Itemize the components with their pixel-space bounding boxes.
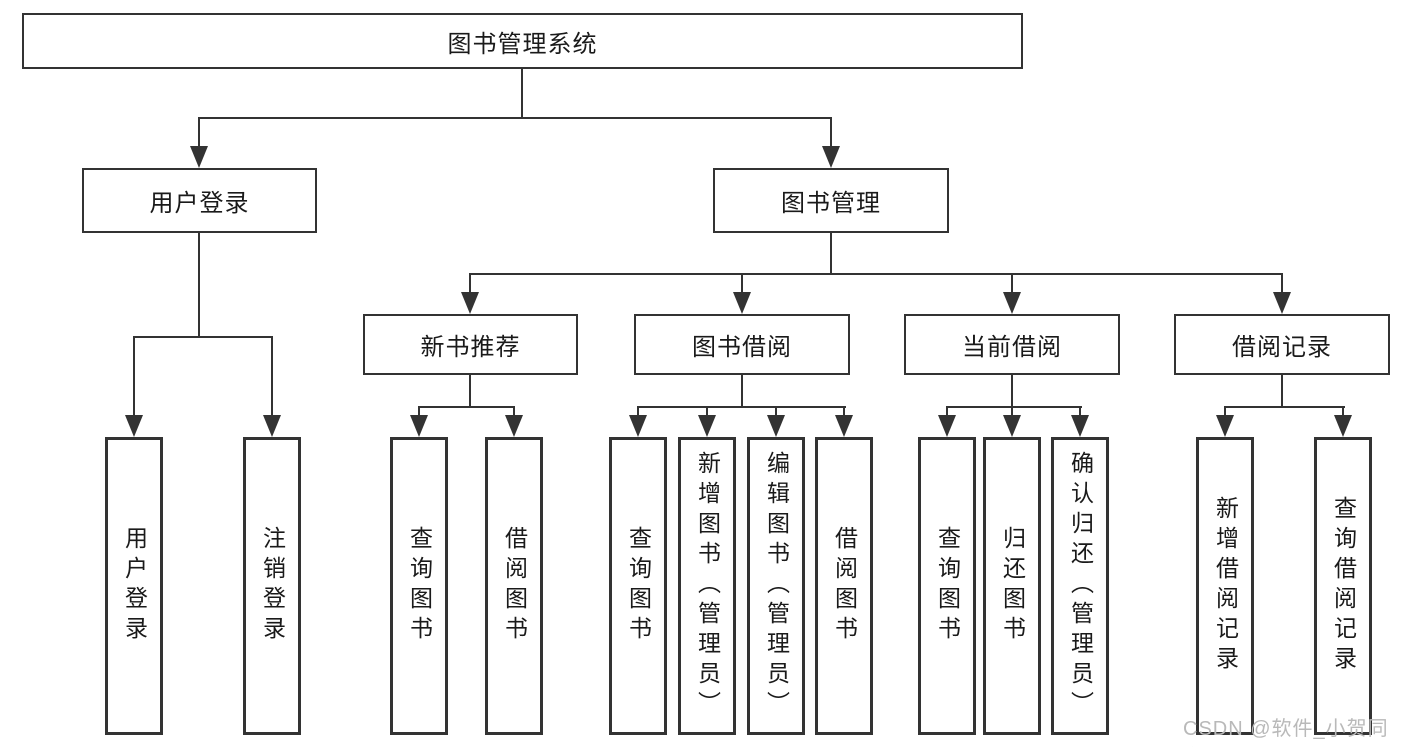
connector-line [418, 406, 515, 408]
connector-arrowhead [1273, 292, 1291, 314]
connector-line [1281, 273, 1283, 294]
connector-line [198, 233, 200, 336]
connector-line [133, 336, 273, 338]
leaf-borrow-books-recommend: 借阅图书 [485, 437, 543, 735]
leaf-return-book: 归还图书 [983, 437, 1041, 735]
connector-arrowhead [410, 415, 428, 437]
connector-arrowhead [505, 415, 523, 437]
connector-arrowhead [1071, 415, 1089, 437]
connector-line [198, 117, 200, 148]
connector-arrowhead [733, 292, 751, 314]
connector-line [1224, 406, 1226, 417]
connector-line [830, 233, 832, 273]
connector-line [198, 117, 832, 119]
connector-line [830, 117, 832, 148]
connector-arrowhead [190, 146, 208, 168]
leaf-query-books-borrowing: 查询图书 [609, 437, 667, 735]
connector-line [469, 273, 1283, 275]
connector-line [1342, 406, 1344, 417]
connector-arrowhead [263, 415, 281, 437]
leaf-confirm-return-admin: 确认归还（管理员） [1051, 437, 1109, 735]
node-new-book-recommend: 新书推荐 [363, 314, 578, 375]
connector-line [1011, 406, 1013, 417]
connector-line [706, 406, 708, 417]
connector-line [418, 406, 420, 417]
connector-line [521, 69, 523, 117]
connector-line [741, 273, 743, 294]
node-user-login: 用户登录 [82, 168, 317, 233]
leaf-borrow-books: 借阅图书 [815, 437, 873, 735]
connector-line [513, 406, 515, 417]
connector-line [133, 336, 135, 417]
connector-arrowhead [822, 146, 840, 168]
connector-line [469, 375, 471, 406]
connector-line [637, 406, 846, 408]
connector-arrowhead [1003, 292, 1021, 314]
leaf-add-book-admin: 新增图书（管理员） [678, 437, 736, 735]
leaf-logout: 注销登录 [243, 437, 301, 735]
node-book-borrowing: 图书借阅 [634, 314, 850, 375]
connector-arrowhead [1003, 415, 1021, 437]
connector-line [1079, 406, 1081, 417]
connector-line [1011, 273, 1013, 294]
connector-line [1224, 406, 1345, 408]
connector-line [1281, 375, 1283, 406]
node-book-management: 图书管理 [713, 168, 949, 233]
connector-line [271, 336, 273, 417]
connector-line [946, 406, 1082, 408]
connector-arrowhead [125, 415, 143, 437]
connector-line [946, 406, 948, 417]
leaf-add-borrow-record: 新增借阅记录 [1196, 437, 1254, 735]
connector-line [741, 375, 743, 406]
leaf-query-books-current: 查询图书 [918, 437, 976, 735]
connector-arrowhead [835, 415, 853, 437]
connector-arrowhead [767, 415, 785, 437]
leaf-edit-book-admin: 编辑图书（管理员） [747, 437, 805, 735]
leaf-user-login: 用户登录 [105, 437, 163, 735]
connector-line [469, 273, 471, 294]
connector-line [1011, 375, 1013, 406]
connector-line [843, 406, 845, 417]
connector-arrowhead [698, 415, 716, 437]
leaf-query-books-recommend: 查询图书 [390, 437, 448, 735]
connector-arrowhead [629, 415, 647, 437]
connector-line [637, 406, 639, 417]
csdn-watermark: CSDN @软件_小贺同学 [1183, 718, 1389, 740]
node-current-borrowing: 当前借阅 [904, 314, 1120, 375]
node-library-system: 图书管理系统 [22, 13, 1023, 69]
node-borrowing-records: 借阅记录 [1174, 314, 1390, 375]
connector-line [775, 406, 777, 417]
connector-arrowhead [461, 292, 479, 314]
leaf-query-borrow-record: 查询借阅记录 [1314, 437, 1372, 735]
connector-arrowhead [1334, 415, 1352, 437]
connector-arrowhead [938, 415, 956, 437]
connector-arrowhead [1216, 415, 1234, 437]
